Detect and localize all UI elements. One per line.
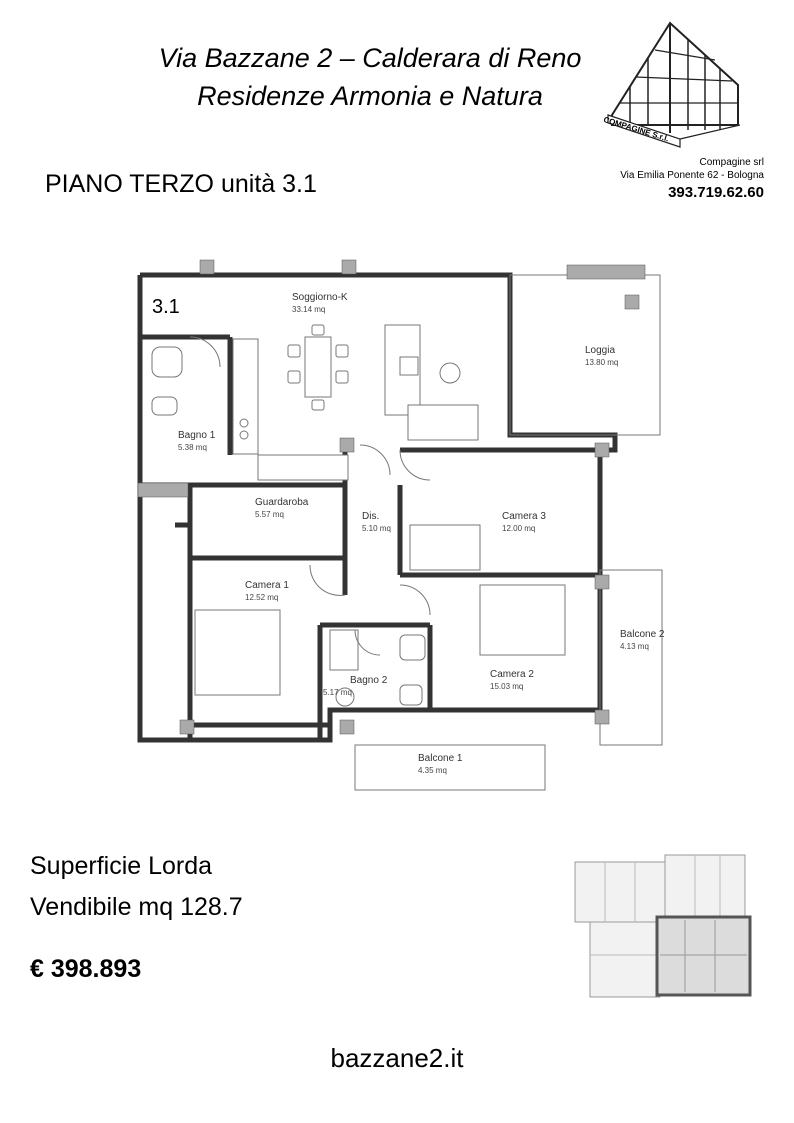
room-name: Guardaroba	[255, 497, 309, 508]
building-logo-icon	[607, 21, 741, 148]
room-name: Camera 2	[490, 669, 534, 680]
room-balcone-2: Balcone 2 4.13 mq	[620, 629, 665, 651]
room-area: 5.17 mq	[323, 688, 352, 697]
room-area: 4.35 mq	[418, 766, 447, 775]
room-area: 5.38 mq	[178, 443, 207, 452]
room-area: 12.52 mq	[245, 593, 278, 602]
room-name: Dis.	[362, 511, 379, 522]
room-disimpegno: Dis. 5.10 mq	[362, 511, 391, 533]
room-area: 5.57 mq	[255, 510, 284, 519]
room-camera-3: Camera 3 12.00 mq	[502, 511, 546, 533]
room-area: 5.10 mq	[362, 524, 391, 533]
room-name: Loggia	[585, 345, 615, 356]
floor-plan: 3.1 Soggiorno-K 33.14 mq Loggia 13.80 mq…	[137, 259, 665, 791]
room-name: Balcone 1	[418, 753, 463, 764]
company-name: Compagine srl	[699, 157, 764, 168]
room-guardaroba: Guardaroba 5.57 mq	[255, 497, 309, 519]
room-camera-1: Camera 1 12.52 mq	[245, 580, 289, 602]
room-name: Bagno 1	[178, 430, 216, 441]
room-name: Camera 1	[245, 580, 289, 591]
room-camera-2: Camera 2 15.03 mq	[490, 669, 534, 691]
room-loggia: Loggia 13.80 mq	[585, 345, 618, 367]
company-address: Via Emilia Ponente 62 - Bologna	[620, 170, 764, 181]
room-soggiorno: Soggiorno-K 33.14 mq	[292, 292, 348, 314]
title-address: Via Bazzane 2 – Calderara di Reno	[158, 43, 582, 73]
room-name: Camera 3	[502, 511, 546, 522]
price: € 398.893	[30, 955, 142, 983]
key-plan-thumbnail	[574, 854, 752, 998]
room-bagno-2: Bagno 2 5.17 mq	[323, 675, 388, 697]
website-url: bazzane2.it	[330, 1043, 464, 1073]
room-name: Bagno 2	[350, 675, 388, 686]
company-phone: 393.719.62.60	[668, 184, 764, 201]
room-area: 33.14 mq	[292, 305, 325, 314]
room-area: 4.13 mq	[620, 642, 649, 651]
company-logo: COMPAGINE S.r.l.	[600, 15, 745, 160]
title-residence: Residenze Armonia e Natura	[197, 81, 543, 111]
room-bagno-1: Bagno 1 5.38 mq	[178, 430, 216, 452]
floor-unit-label: PIANO TERZO unità 3.1	[45, 170, 317, 198]
room-area: 12.00 mq	[502, 524, 535, 533]
surface-label-line1: Superficie Lorda	[30, 852, 213, 880]
room-name: Soggiorno-K	[292, 292, 348, 303]
unit-label: 3.1	[152, 296, 180, 318]
room-name: Balcone 2	[620, 629, 665, 640]
room-area: 13.80 mq	[585, 358, 618, 367]
surface-label-line2: Vendibile mq 128.7	[30, 893, 243, 921]
room-area: 15.03 mq	[490, 682, 523, 691]
highlighted-unit	[655, 915, 752, 997]
room-balcone-1: Balcone 1 4.35 mq	[418, 753, 463, 775]
